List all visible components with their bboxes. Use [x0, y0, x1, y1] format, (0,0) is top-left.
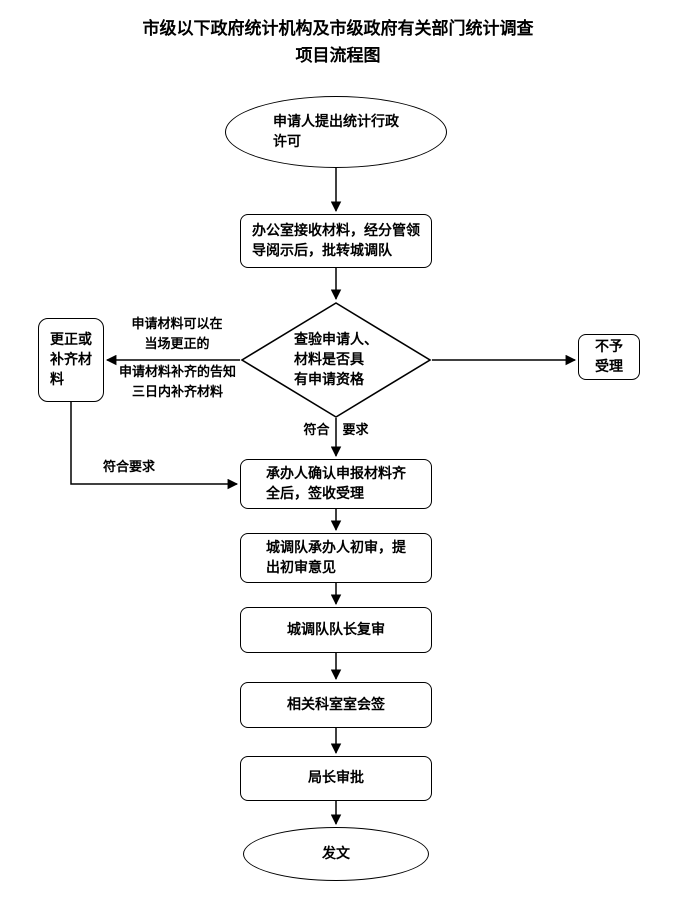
label-onspot-correct: 申请材料可以在 当场更正的: [131, 317, 223, 352]
decision-node: 查验申请人、 材料是否具 有申请资格: [240, 302, 432, 418]
correct-node-label: 更正或 补齐材 料: [50, 331, 92, 389]
start-node: 申请人提出统计行政 许可: [225, 96, 447, 168]
receive-node-label: 办公室接收材料，经分管领 导阅示后，批转城调队: [252, 222, 420, 259]
confirm-node: 承办人确认申报材料齐 全后，签收受理: [240, 459, 432, 509]
leader-review-node: 城调队队长复审: [240, 607, 432, 653]
confirm-node-label: 承办人确认申报材料齐 全后，签收受理: [266, 465, 406, 502]
diamond-outline: [240, 302, 432, 418]
page-title: 市级以下政府统计机构及市级政府有关部门统计调查 项目流程图: [142, 19, 534, 67]
countersign-node-label: 相关科室室会签: [287, 696, 385, 713]
label-meets-requirement-main: 符合 要求: [303, 423, 369, 438]
label-supplement-notice: 申请材料补齐的告知 三日内补齐材料: [118, 365, 236, 400]
leader-review-node-label: 城调队队长复审: [287, 621, 385, 638]
diamond-shape: [240, 302, 432, 418]
correct-node: 更正或 补齐材 料: [38, 318, 104, 402]
approve-node: 局长审批: [240, 756, 432, 801]
reject-node: 不予 受理: [578, 334, 640, 380]
label-meets-requirement-side: 符合要求: [103, 460, 156, 475]
decision-node-label-wrap: 查验申请人、 材料是否具 有申请资格: [240, 302, 432, 418]
initial-review-node-label: 城调队承办人初审，提 出初审意见: [266, 539, 406, 576]
receive-node: 办公室接收材料，经分管领 导阅示后，批转城调队: [240, 214, 432, 268]
countersign-node: 相关科室室会签: [240, 682, 432, 728]
decision-node-label: 查验申请人、 材料是否具 有申请资格: [294, 331, 378, 389]
reject-node-label: 不予 受理: [595, 338, 623, 375]
start-node-label: 申请人提出统计行政 许可: [273, 113, 399, 150]
end-node-label: 发文: [322, 845, 350, 862]
approve-node-label: 局长审批: [308, 770, 364, 787]
end-node: 发文: [243, 827, 429, 881]
initial-review-node: 城调队承办人初审，提 出初审意见: [240, 533, 432, 583]
